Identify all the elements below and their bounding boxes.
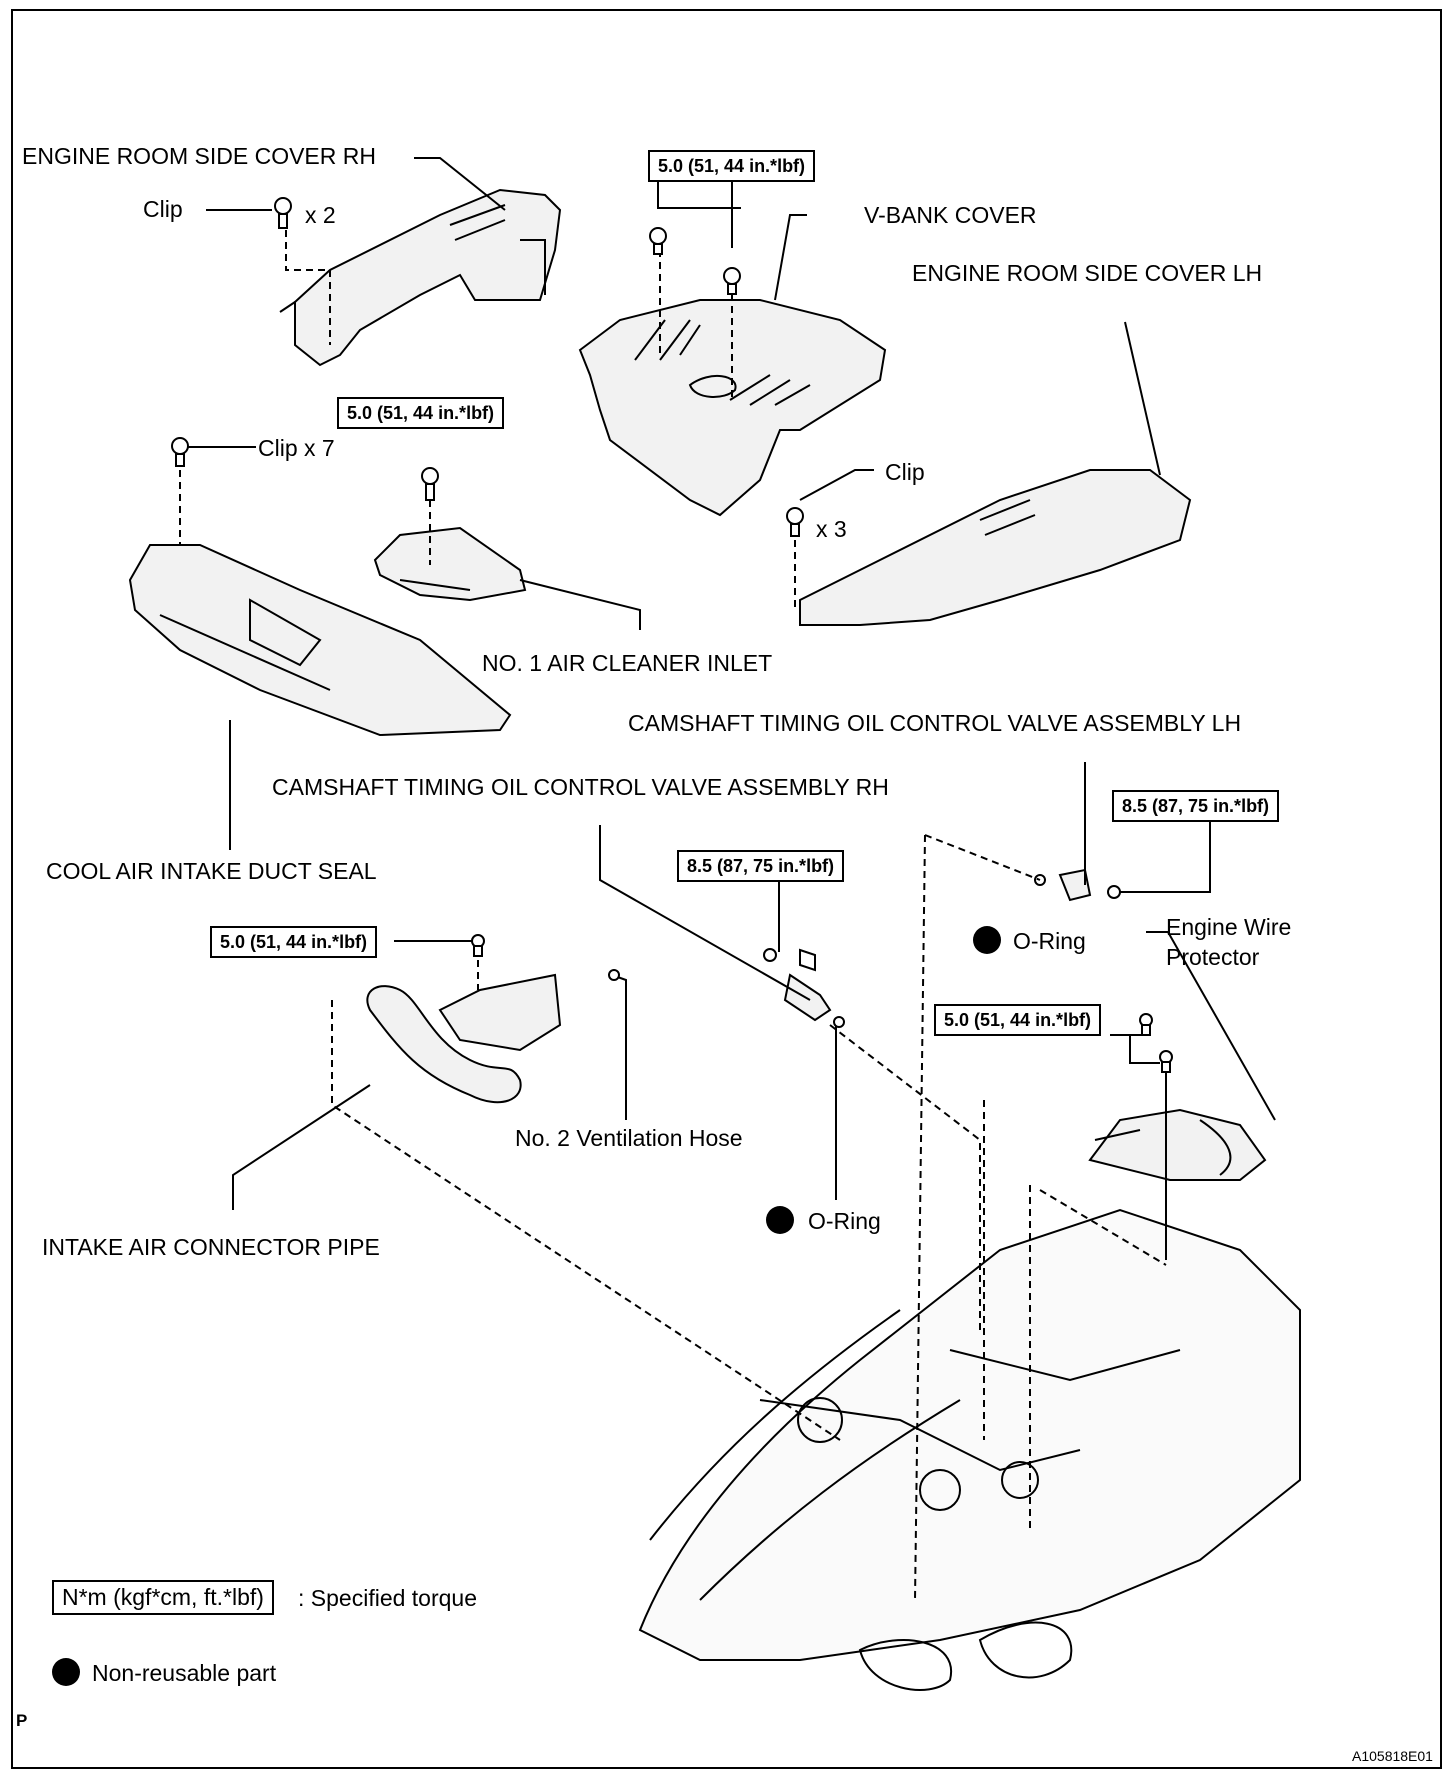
legend-nonreusable-text: Non-reusable part xyxy=(92,1660,277,1686)
torque-ocv-lh: 8.5 (87, 75 in.*lbf) xyxy=(1112,790,1280,822)
engine-room-side-cover-rh xyxy=(279,188,562,367)
leader-lines xyxy=(187,157,1276,1260)
fasteners xyxy=(171,197,1173,1073)
label-clip-rh-qty: x 2 xyxy=(305,202,336,228)
dashed-alignment-lines xyxy=(179,230,1167,1601)
engine-wire-protector xyxy=(1088,1108,1267,1181)
label-clip-rh: Clip xyxy=(143,196,183,222)
label-engine-wire-protector-2: Protector xyxy=(1166,944,1260,970)
label-clip-lh: Clip xyxy=(885,459,925,485)
label-v-bank-cover: V-BANK COVER xyxy=(864,202,1037,228)
label-oring-lh: O-Ring xyxy=(1013,928,1086,954)
v-bank-cover xyxy=(578,299,887,517)
legend-nonreusable-dot xyxy=(52,1658,80,1686)
legend-torque-text: : Specified torque xyxy=(298,1585,478,1611)
label-no1-air-cleaner-inlet: NO. 1 AIR CLEANER INLET xyxy=(482,650,773,676)
label-oring-rh: O-Ring xyxy=(808,1208,881,1234)
nonreusable-dot-oring-rh xyxy=(766,1206,794,1234)
torque-air-cleaner-inlet: 5.0 (51, 44 in.*lbf) xyxy=(337,397,505,429)
torque-ocv-rh: 8.5 (87, 75 in.*lbf) xyxy=(677,850,845,882)
nonreusable-dot-oring-lh xyxy=(973,926,1001,954)
label-clip-duct-seal: Clip x 7 xyxy=(258,435,335,461)
footer-mark: P xyxy=(16,1711,28,1730)
vehicle-engine-bay xyxy=(638,1208,1301,1691)
intake-air-connector-pipe xyxy=(366,973,562,1104)
no1-air-cleaner-inlet xyxy=(373,526,527,602)
torque-v-bank: 5.0 (51, 44 in.*lbf) xyxy=(648,150,816,182)
ocv-lh-part xyxy=(1034,868,1092,902)
label-engine-room-side-cover-rh: ENGINE ROOM SIDE COVER RH xyxy=(22,143,376,169)
figure-frame xyxy=(11,9,1442,1769)
label-intake-air-connector-pipe: INTAKE AIR CONNECTOR PIPE xyxy=(42,1234,380,1260)
torque-connector-pipe: 5.0 (51, 44 in.*lbf) xyxy=(210,926,378,958)
label-clip-lh-qty: x 3 xyxy=(816,516,847,542)
label-ocv-lh: CAMSHAFT TIMING OIL CONTROL VALVE ASSEMB… xyxy=(628,710,1242,736)
label-no2-ventilation-hose: No. 2 Ventilation Hose xyxy=(515,1125,743,1151)
ocv-rh-part xyxy=(783,948,832,1022)
label-engine-room-side-cover-lh: ENGINE ROOM SIDE COVER LH xyxy=(912,260,1263,286)
legend-torque-box: N*m (kgf*cm, ft.*lbf) xyxy=(52,1580,274,1615)
label-cool-air-intake-duct-seal: COOL AIR INTAKE DUCT SEAL xyxy=(46,858,377,884)
engine-room-side-cover-lh xyxy=(799,469,1192,626)
label-ocv-rh: CAMSHAFT TIMING OIL CONTROL VALVE ASSEMB… xyxy=(272,774,889,800)
label-engine-wire-protector-1: Engine Wire xyxy=(1166,914,1292,940)
cool-air-intake-duct-seal xyxy=(128,544,512,737)
torque-wire-protector: 5.0 (51, 44 in.*lbf) xyxy=(934,1004,1102,1036)
figure-id: A105818E01 xyxy=(1352,1748,1433,1764)
